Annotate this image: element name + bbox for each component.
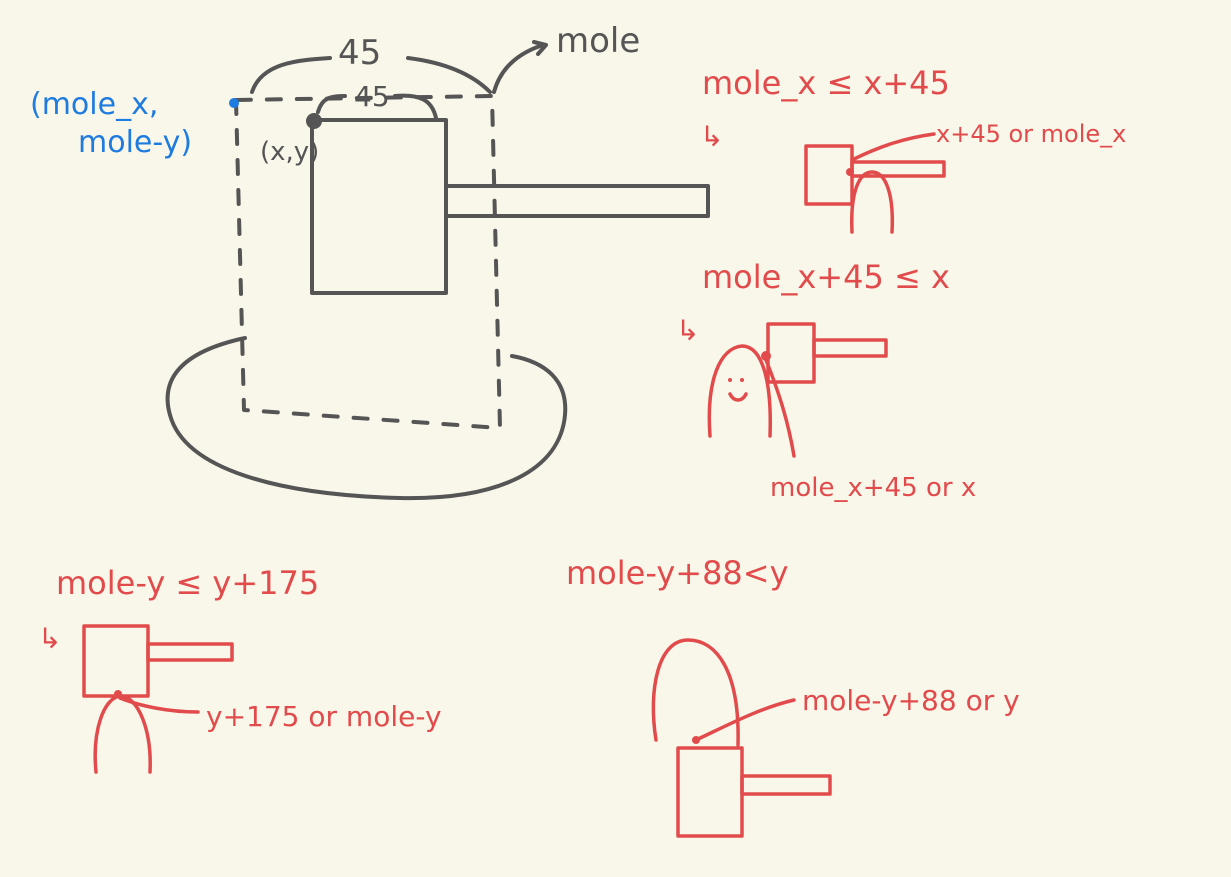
case3-arrow: ↳ <box>38 622 61 655</box>
case4-label-line <box>694 698 796 742</box>
mole-label: mole <box>556 21 640 61</box>
case3-hammer-handle <box>146 642 234 662</box>
case4-hammer-head <box>676 746 744 838</box>
case1-arrow: ↳ <box>700 120 723 153</box>
mole-width-brace <box>250 56 492 94</box>
hammer-width-brace <box>316 93 438 120</box>
mole-hole <box>165 336 568 501</box>
mole-coord-line1: (mole_x, <box>30 87 158 122</box>
case3-condition: mole-y ≤ y+175 <box>56 564 319 602</box>
mole-label-arrow <box>492 40 548 94</box>
case2-arrow: ↳ <box>676 314 699 347</box>
case2-mole-smile <box>728 392 748 402</box>
case4-sketch: mole-y+88<y mole-y+88 or y <box>566 554 1020 838</box>
case3-hammer-head <box>82 624 150 698</box>
case3-mole <box>93 694 152 774</box>
case4-point-label: mole-y+88 or y <box>802 684 1020 717</box>
case4-condition: mole-y+88<y <box>566 554 789 592</box>
hammer-coord-label: (x,y) <box>260 137 319 167</box>
case2-contact-dot <box>761 351 771 361</box>
case1-hammer-head <box>804 144 854 206</box>
case1-label-line <box>850 132 936 162</box>
case1-contact-dot <box>846 168 854 176</box>
mole-coord-line2: mole-y) <box>78 125 192 160</box>
case3-sketch: mole-y ≤ y+175 ↳ y+175 or mole-y <box>38 564 442 774</box>
case2-mole <box>707 344 772 438</box>
case1-mole <box>850 170 895 234</box>
case1-sketch: mole_x ≤ x+45 ↳ x+45 or mole_x <box>700 64 1126 234</box>
case3-label-line <box>118 696 200 714</box>
case4-mole <box>651 638 740 747</box>
case1-point-label: x+45 or mole_x <box>936 120 1126 148</box>
case2-label-line <box>764 358 796 458</box>
case2-sketch: mole_x+45 ≤ x ↳ mole_x+45 or x <box>676 258 976 503</box>
hammer-handle <box>444 184 710 218</box>
case2-hammer-head <box>766 322 816 384</box>
case1-condition: mole_x ≤ x+45 <box>702 64 950 102</box>
case3-contact-dot <box>114 690 122 698</box>
case2-mole-eye-right <box>740 378 744 382</box>
hammer-head <box>310 118 448 295</box>
case2-condition: mole_x+45 ≤ x <box>702 258 950 296</box>
hammer-width-label: 45 <box>354 80 390 113</box>
main-diagram: 45 45 mole (mole_x, mole-y) (x,y) <box>30 21 710 501</box>
case2-mole-eye-left <box>728 378 732 382</box>
case3-point-label: y+175 or mole-y <box>206 700 442 733</box>
hammer-corner-dot <box>306 113 322 129</box>
mole-corner-dot <box>229 98 239 108</box>
case2-hammer-handle <box>812 338 888 358</box>
case4-hammer-handle <box>740 774 832 796</box>
case2-point-label: mole_x+45 or x <box>770 473 976 503</box>
mole-width-label: 45 <box>338 33 381 73</box>
